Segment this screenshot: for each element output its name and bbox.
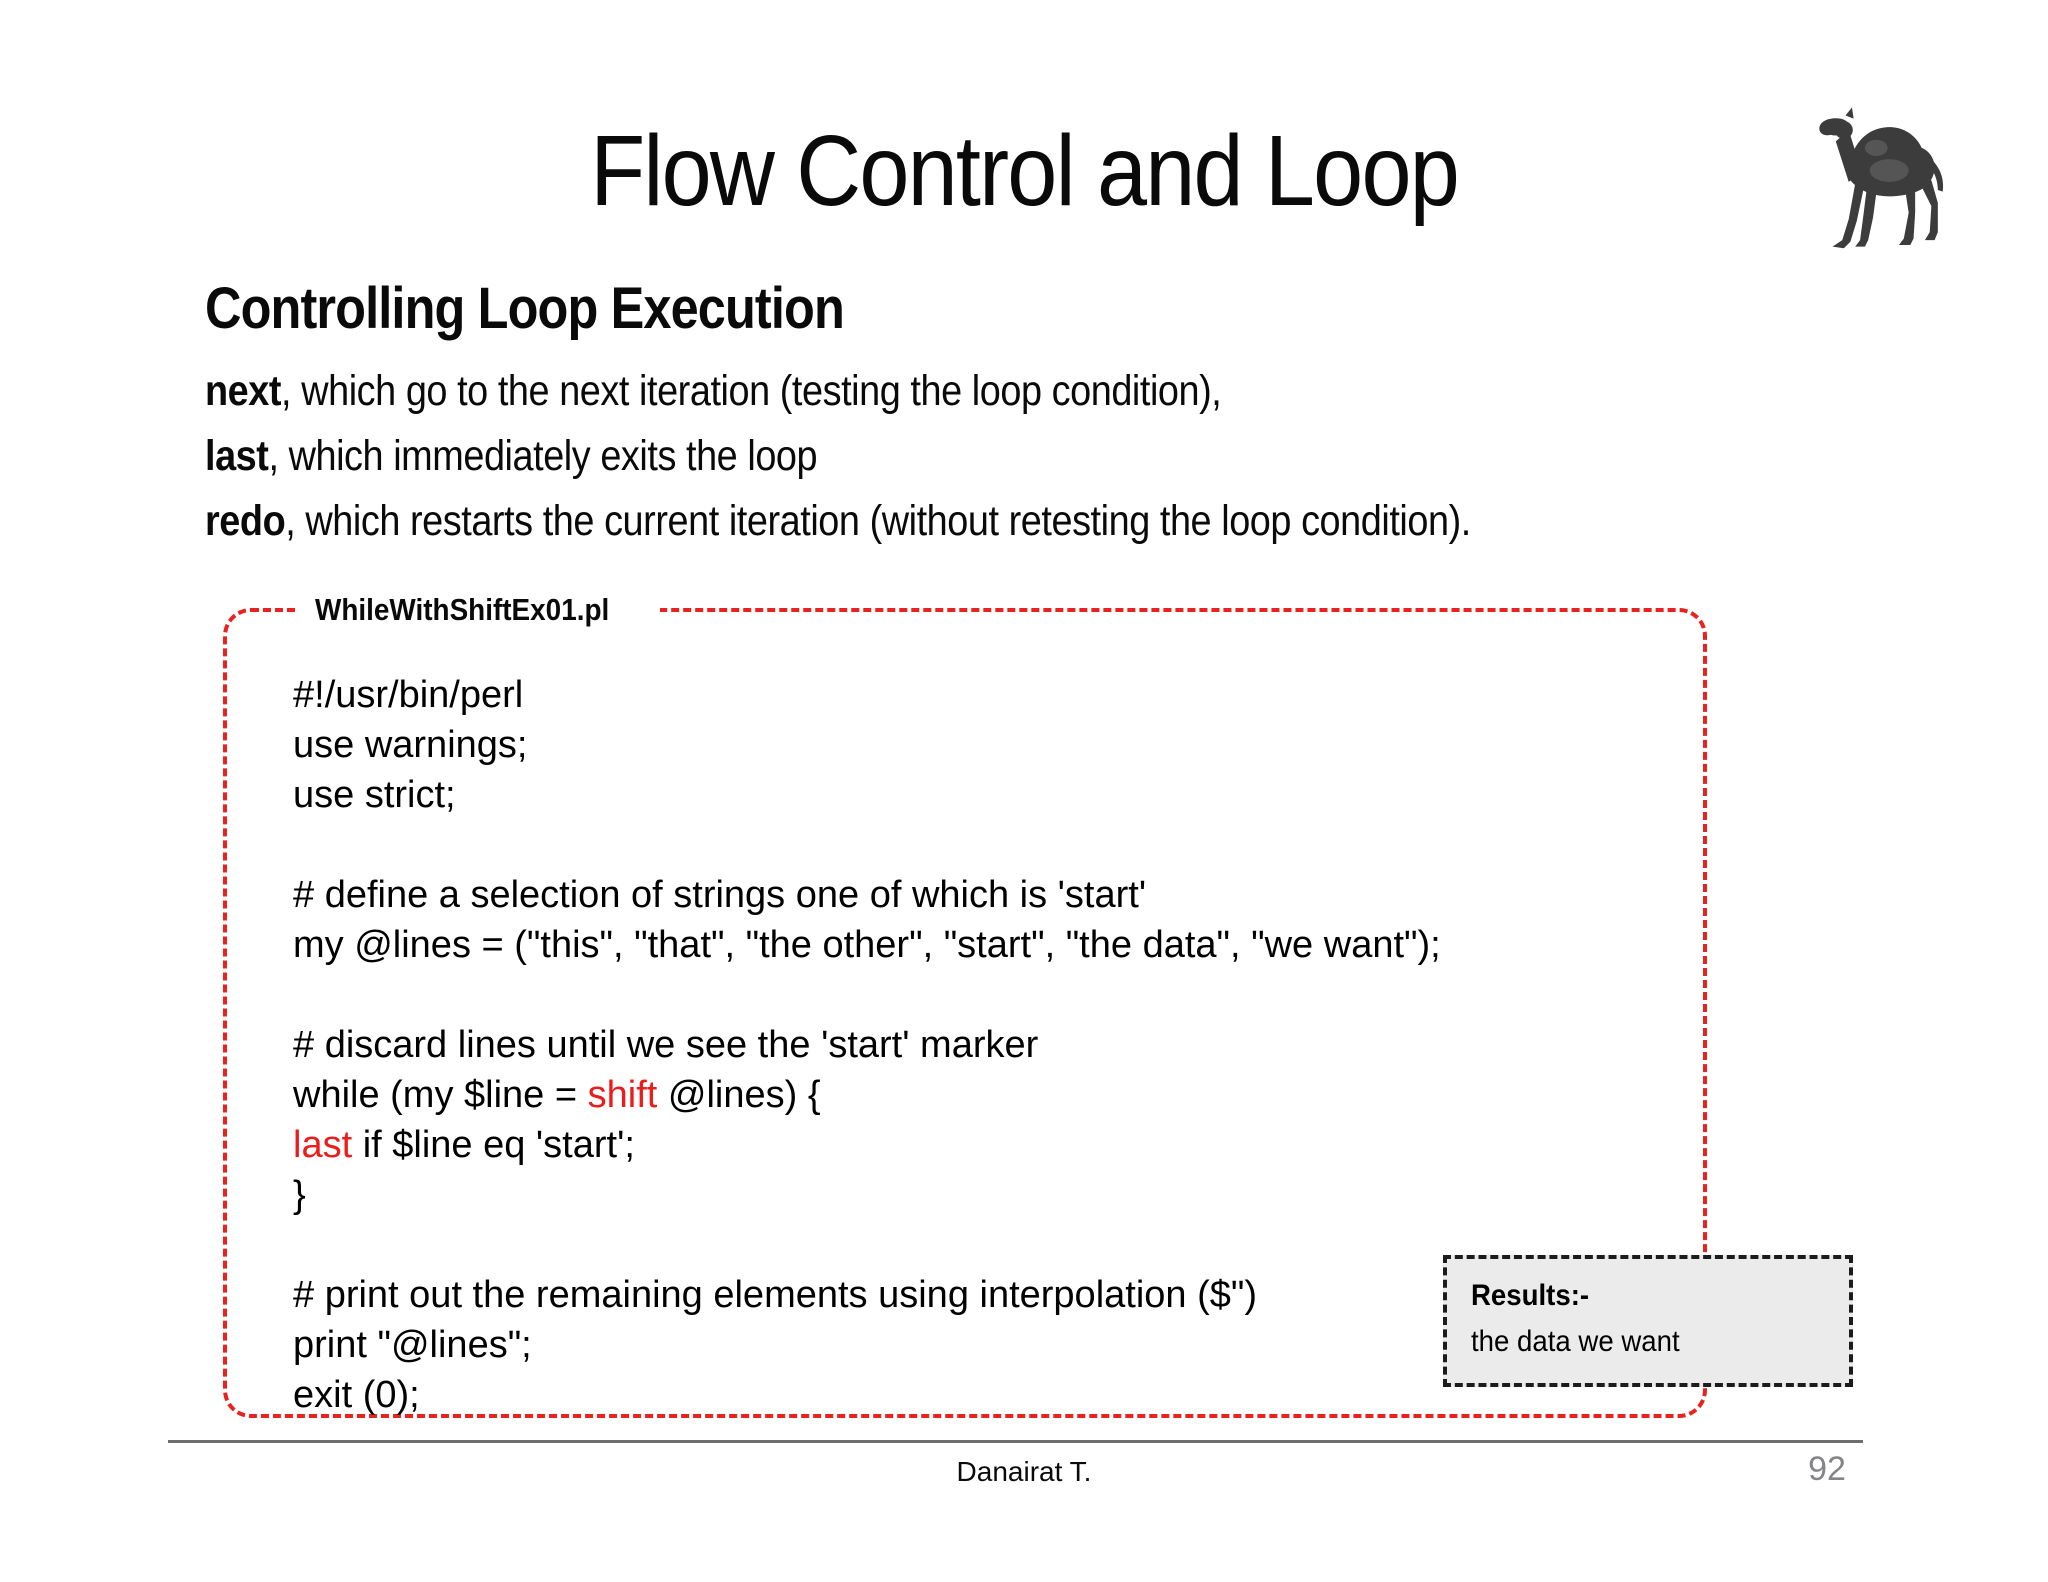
perl-camel-logo xyxy=(1804,96,1968,258)
code-keyword-red: shift xyxy=(587,1074,658,1116)
bullet-redo: redo, which restarts the current iterati… xyxy=(205,496,1643,546)
code-line xyxy=(293,820,1441,870)
results-title: Results:- xyxy=(1471,1279,1590,1312)
bullet-redo-keyword: redo xyxy=(205,497,286,545)
bullet-last: last, which immediately exits the loop xyxy=(205,431,901,481)
code-line: # print out the remaining elements using… xyxy=(293,1274,1258,1316)
code-line: last if $line eq 'start'; xyxy=(293,1124,635,1166)
page-number: 92 xyxy=(1808,1450,1846,1488)
code-line xyxy=(293,970,1441,1020)
code-file-name-text: WhileWithShiftEx01.pl xyxy=(315,592,610,627)
page-title-text: Flow Control and Loop xyxy=(590,115,1460,227)
code-line: exit (0); xyxy=(293,1374,420,1416)
code-line: print "@lines"; xyxy=(293,1324,532,1366)
results-value: the data we want xyxy=(1471,1325,1680,1358)
bullet-next: next, which go to the next iteration (te… xyxy=(205,366,1360,416)
section-heading: Controlling Loop Execution xyxy=(205,277,939,341)
bullet-last-text: , which immediately exits the loop xyxy=(268,432,818,480)
code-line: # define a selection of strings one of w… xyxy=(293,874,1147,916)
code-line xyxy=(293,1220,1441,1270)
code-keyword-red: last xyxy=(293,1124,353,1166)
footer-author: Danairat T. xyxy=(956,1456,1092,1487)
footer-divider xyxy=(168,1440,1863,1443)
code-line: #!/usr/bin/perl xyxy=(293,674,524,716)
code-line: use warnings; xyxy=(293,724,528,766)
code-file-name: WhileWithShiftEx01.pl xyxy=(297,588,660,632)
section-heading-text: Controlling Loop Execution xyxy=(205,276,845,341)
code-file-box: WhileWithShiftEx01.pl #!/usr/bin/perl use… xyxy=(223,588,1707,1420)
code-line: } xyxy=(293,1174,306,1216)
code-line: my @lines = ("this", "that", "the other"… xyxy=(293,924,1441,966)
code-line: use strict; xyxy=(293,774,456,816)
code-line: # discard lines until we see the 'start'… xyxy=(293,1024,1039,1066)
page-title: Flow Control and Loop xyxy=(0,116,2048,226)
bullet-next-keyword: next xyxy=(205,367,282,415)
results-box: Results:- the data we want xyxy=(1443,1255,1853,1387)
bullet-last-keyword: last xyxy=(205,432,269,480)
bullet-redo-text: , which restarts the current iteration (… xyxy=(285,497,1471,545)
code-line: while (my $line = shift @lines) { xyxy=(293,1074,821,1116)
bullet-next-text: , which go to the next iteration (testin… xyxy=(281,367,1222,415)
camel-icon xyxy=(1819,107,1944,249)
